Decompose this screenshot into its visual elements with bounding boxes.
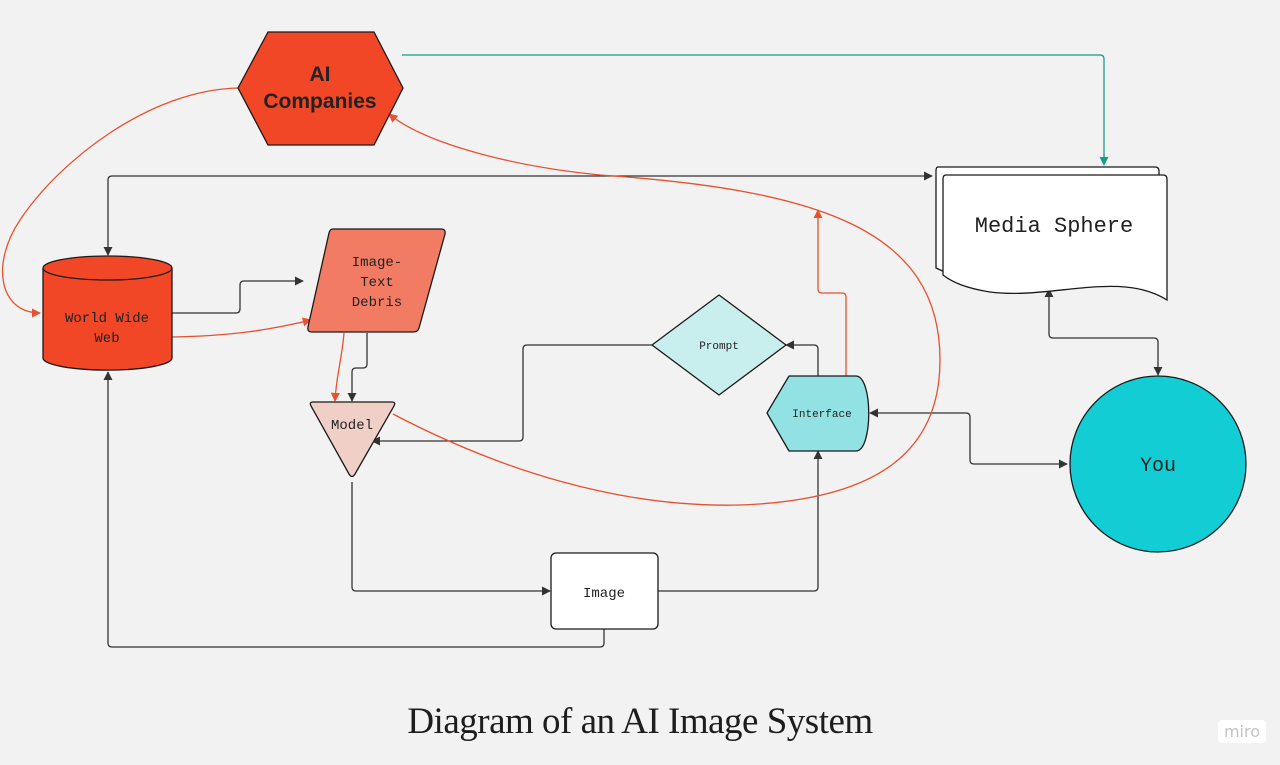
connector-prompt-model: [371, 344, 652, 446]
connector-web-debris-red: [171, 317, 312, 338]
connector-image-interface: [658, 450, 823, 592]
image-text-debris-label-line1: Image-: [352, 255, 402, 271]
model-node[interactable]: Model: [309, 401, 396, 478]
prompt-label: Prompt: [699, 341, 739, 353]
connector-model-image: [351, 482, 551, 596]
image-text-debris-label-line2: Text: [360, 275, 394, 291]
connector-image-web: [103, 371, 605, 648]
connector-ai-web: [1, 87, 239, 318]
connector-interface-prompt: [785, 340, 819, 376]
connector-ai-media: [402, 54, 1109, 166]
media-sphere-label: Media Sphere: [975, 214, 1133, 239]
ai-companies-label-line2: Companies: [263, 90, 376, 113]
image-node[interactable]: Image: [550, 552, 659, 630]
image-text-debris-node[interactable]: Image- Text Debris: [307, 228, 446, 333]
connector-media-web-top: [103, 171, 933, 256]
connector-debris-model-red: [330, 332, 345, 402]
interface-node[interactable]: Interface: [766, 375, 870, 452]
connector-media-you: [1044, 288, 1163, 376]
miro-watermark[interactable]: miro: [1217, 720, 1266, 743]
connector-debris-model: [347, 333, 368, 402]
connector-web-debris: [172, 276, 304, 314]
model-label: Model: [331, 418, 373, 434]
connector-interface-you: [869, 408, 1068, 469]
world-wide-web-label-line2: Web: [94, 331, 119, 347]
world-wide-web-label-line1: World Wide: [65, 311, 149, 327]
connector-interface-up: [813, 209, 847, 376]
image-text-debris-label-line3: Debris: [352, 295, 402, 311]
world-wide-web-node[interactable]: World Wide Web: [42, 255, 173, 371]
diagram-title: Diagram of an AI Image System: [407, 701, 873, 742]
ai-companies-label-line1: AI: [310, 63, 331, 86]
you-node[interactable]: You: [1069, 375, 1247, 553]
media-sphere-node[interactable]: Media Sphere: [935, 166, 1168, 302]
interface-label: Interface: [792, 409, 851, 421]
you-label: You: [1140, 455, 1176, 478]
prompt-node[interactable]: Prompt: [651, 294, 787, 396]
ai-companies-node[interactable]: AI Companies: [237, 31, 404, 146]
image-label: Image: [583, 586, 625, 602]
connector-model-ai-loop: [388, 113, 941, 506]
